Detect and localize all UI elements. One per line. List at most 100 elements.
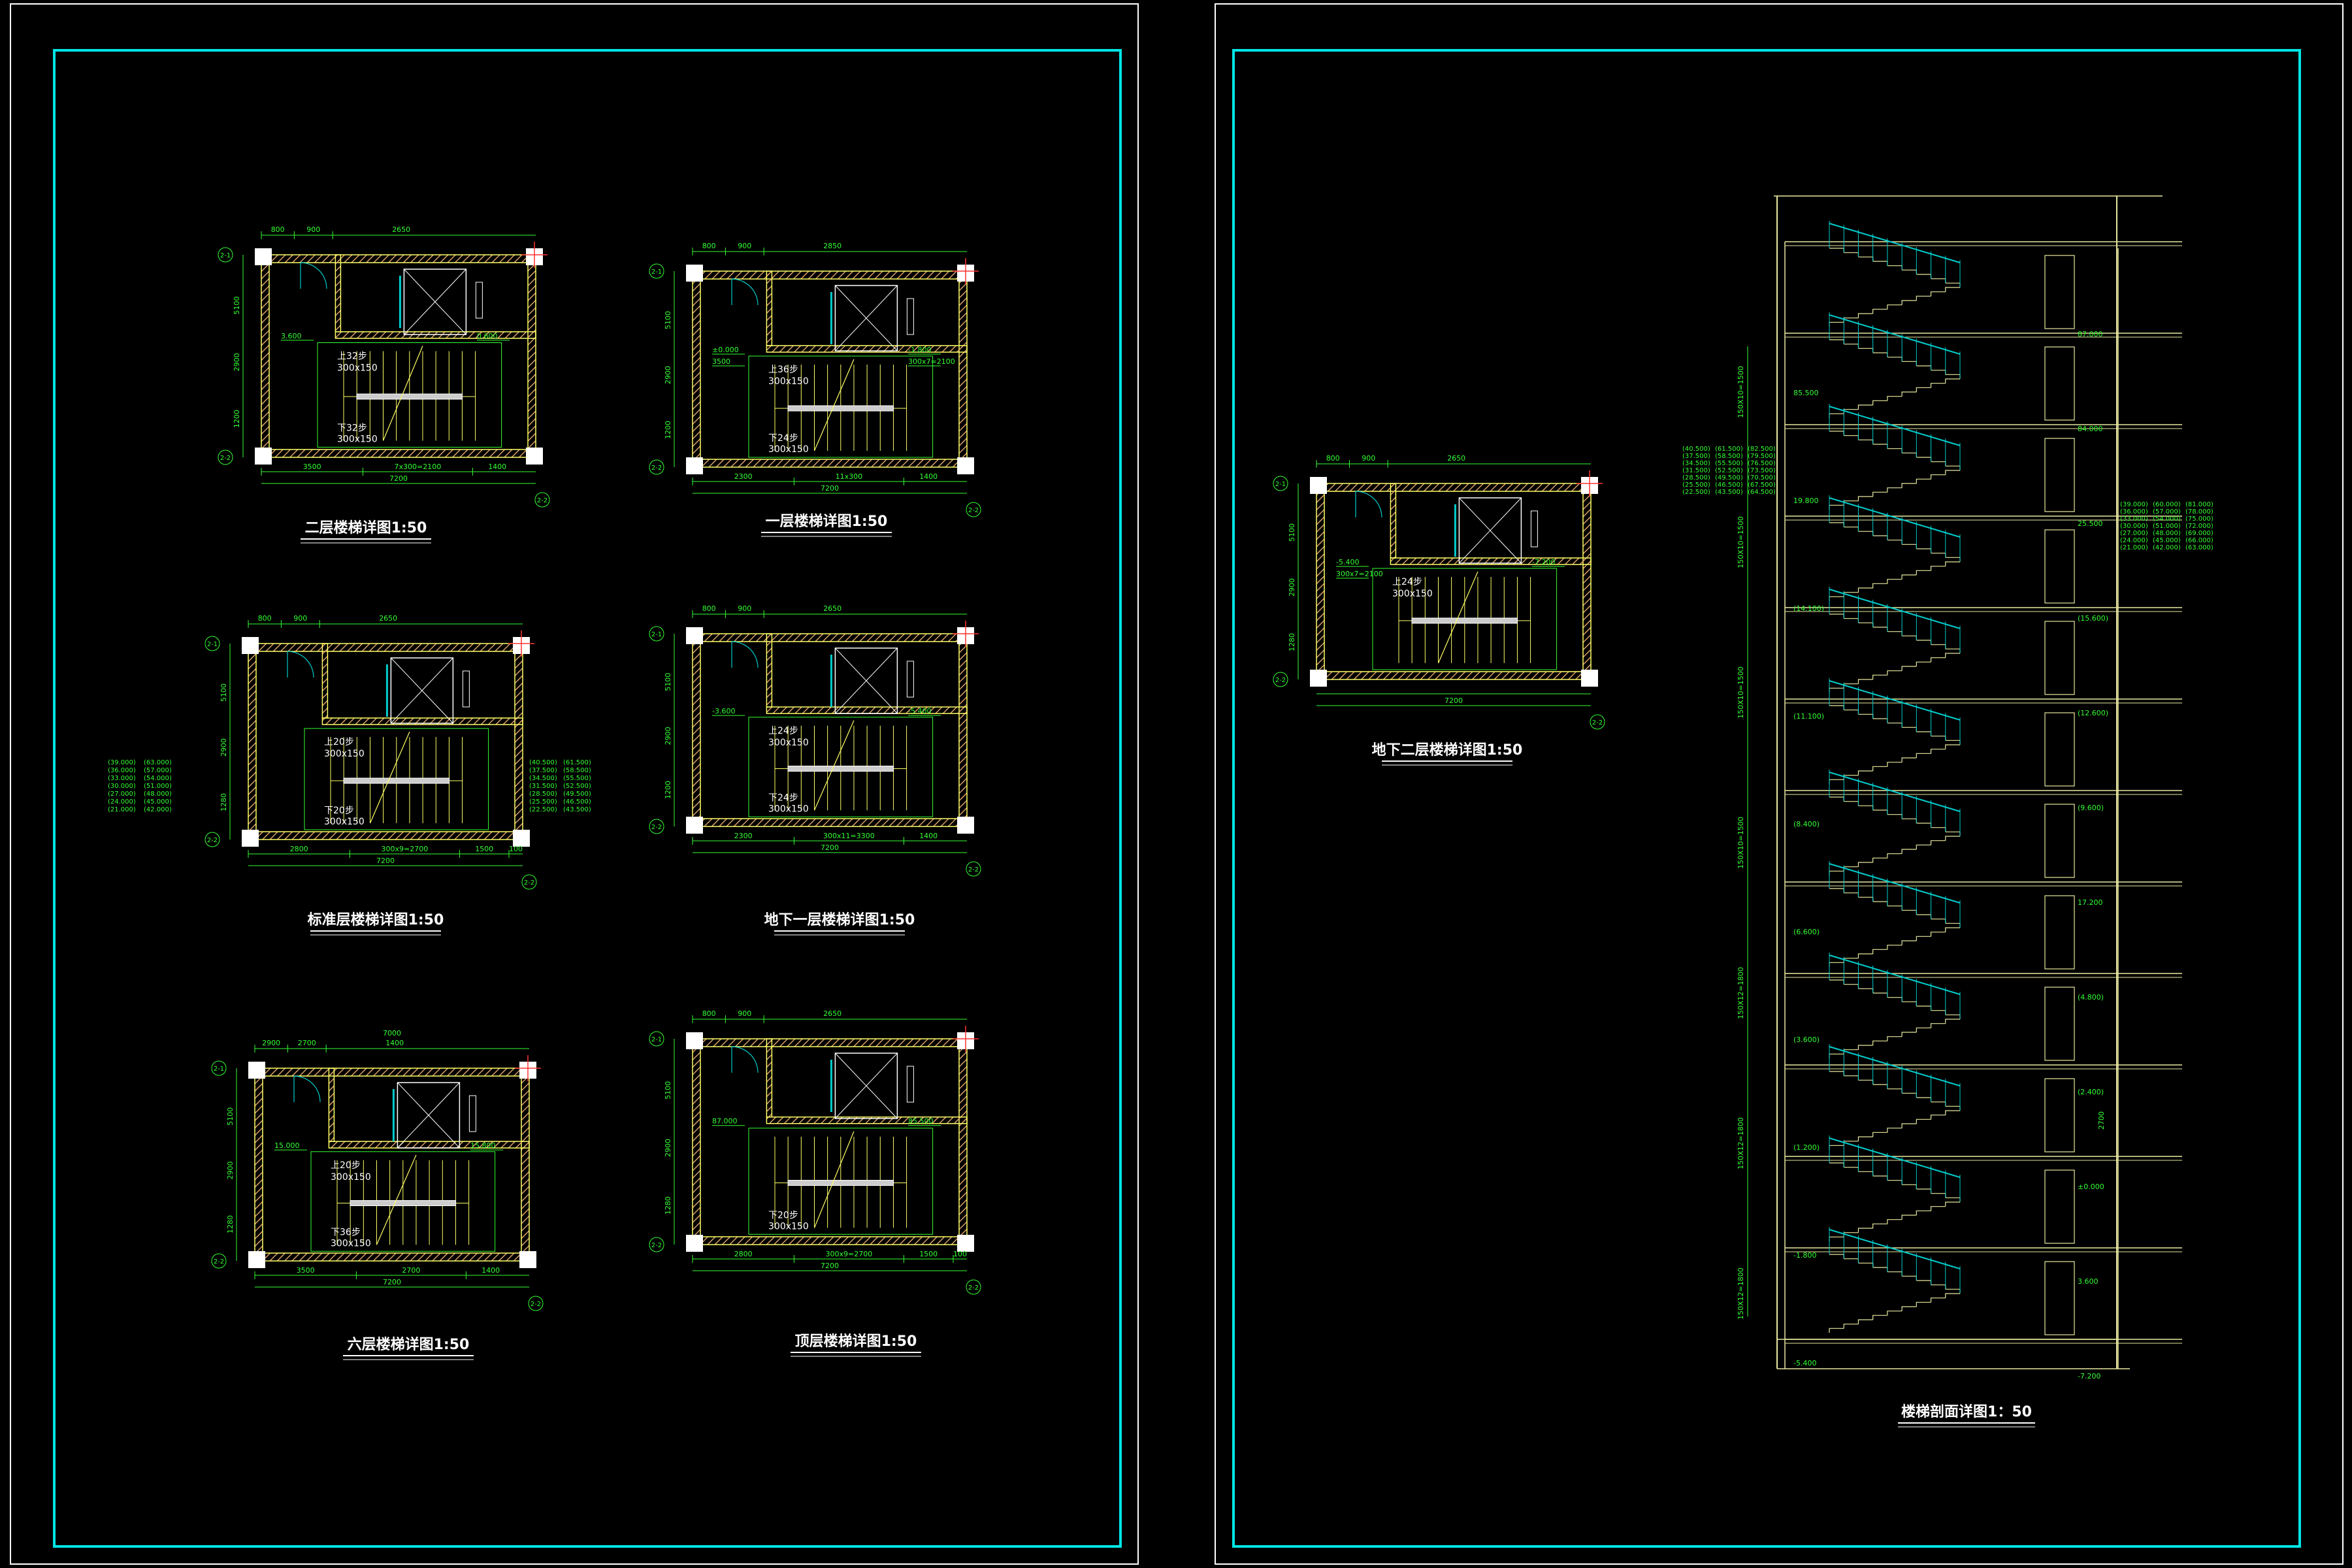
dim-left: 5100 (233, 297, 241, 315)
section-table-cell: (82.500) (1748, 446, 1776, 453)
dim-top: 800 (702, 1009, 716, 1018)
step-up-label: 上20步 (324, 737, 354, 747)
wall (248, 643, 523, 652)
wall (1390, 483, 1397, 559)
section-vertical-dim: 150X10=1500 (1737, 516, 1745, 568)
dim-bottom: 100 (953, 1250, 967, 1258)
elevator-shaft (834, 1053, 898, 1119)
stair-flight (1829, 796, 1961, 836)
elevator-cross (397, 1082, 460, 1149)
wall (766, 345, 968, 353)
level-table-cell: (48.000) (144, 791, 172, 798)
level-table-cell: (39.000) (108, 759, 136, 766)
plan-title: 一层楼梯详图1:50 (766, 513, 888, 530)
wall (254, 1068, 263, 1262)
step-down-label: 下20步 (324, 806, 354, 816)
stair-handrail (1411, 617, 1518, 624)
section-table-cell: (28.500) (1682, 474, 1710, 482)
dim-top: 1400 (385, 1039, 404, 1047)
dim-left: 1200 (664, 421, 672, 439)
axis-label: 2-1 (651, 631, 662, 638)
dim-top: 800 (702, 604, 716, 613)
section-level-left: (1.200) (1793, 1143, 1820, 1152)
section-level-left: 19.800 (1793, 497, 1819, 505)
wall (692, 1038, 968, 1047)
plan-title: 六层楼梯详图1:50 (348, 1336, 470, 1353)
section-table-cell: (46.500) (1715, 482, 1743, 489)
axis-bubble (649, 1031, 664, 1047)
step-down-label: 下24步 (768, 433, 798, 444)
handrail (1829, 772, 1961, 812)
level-label: 85.500 (908, 1117, 934, 1126)
dim-left: 1280 (226, 1215, 235, 1233)
level-table-cell: (28.500) (529, 791, 557, 798)
wall (328, 1068, 335, 1142)
wall (328, 1141, 530, 1149)
step-down-spec: 300x150 (768, 1221, 809, 1232)
elevator-counterweight (906, 298, 914, 335)
wall (248, 831, 523, 840)
step-up-label: 上20步 (331, 1160, 361, 1171)
wall (1316, 483, 1325, 680)
axis-bubble (649, 459, 664, 475)
level-table-cell: (63.000) (144, 759, 172, 766)
section-door (2044, 621, 2075, 695)
dim-left: 2900 (1288, 578, 1296, 596)
column (255, 248, 272, 265)
door-swing (287, 651, 314, 678)
level-table-cell: (61.500) (563, 759, 591, 766)
section-table-cell: (24.000) (2120, 537, 2148, 544)
stair-section: 150X10=1500150X10=1500150X10=1500150X10=… (1682, 195, 2213, 1428)
level-table-cell: (55.500) (563, 775, 591, 782)
stair-flight (1829, 431, 1961, 470)
section-level-right: (12.600) (2078, 709, 2108, 717)
level-table-cell: (21.000) (108, 806, 136, 813)
dim-bottom: 2300 (734, 832, 753, 840)
break-line (369, 731, 410, 824)
section-table-cell: (69.000) (2185, 530, 2213, 537)
dim-left: 1200 (233, 410, 241, 428)
dim-left: 2900 (226, 1161, 235, 1179)
break-line (813, 359, 855, 451)
dim-top: 2900 (262, 1039, 280, 1047)
section-table-cell: (70.500) (1748, 474, 1776, 482)
section-table-cell: (75.000) (2185, 515, 2213, 523)
wall (321, 643, 329, 719)
axis-label: 2-2 (537, 497, 547, 504)
step-down-spec: 300x150 (331, 1238, 371, 1249)
section-title: 楼梯剖面详图1：50 (1901, 1403, 2032, 1420)
elevator-cross (391, 657, 453, 724)
dim-bottom: 1400 (919, 472, 938, 481)
level-label: -5.400 (1336, 558, 1359, 566)
wall (692, 818, 968, 827)
section-door (2044, 438, 2075, 512)
handrail (1829, 1137, 1961, 1178)
level-table-cell: (36.000) (108, 767, 136, 774)
dim-top: 900 (738, 242, 751, 250)
elevator-shaft (403, 269, 467, 335)
wall (248, 643, 257, 840)
section-table-cell: (52.500) (1715, 467, 1743, 474)
step-up-spec: 300x150 (768, 376, 809, 387)
axis-label: 2-2 (968, 507, 979, 514)
level-table-cell: (46.500) (563, 798, 591, 806)
axis-bubble (966, 1279, 981, 1295)
stair-handrail (343, 777, 450, 784)
wall (692, 1038, 701, 1245)
elevator-counterweight (1530, 510, 1538, 547)
section-vertical-dim: 150X12=1800 (1737, 1267, 1745, 1320)
handrail (1829, 406, 1961, 446)
section-table-cell: (81.000) (2185, 501, 2213, 508)
section-table-cell: (55.500) (1715, 460, 1743, 467)
stair-handrail (787, 766, 894, 772)
axis-bubble (649, 1237, 664, 1252)
section-table-cell: (58.500) (1715, 453, 1743, 460)
stair-flight (1829, 888, 1961, 928)
axis-bubble (649, 263, 664, 279)
step-up-spec: 300x150 (1392, 589, 1433, 599)
dim-total-top: 7000 (383, 1029, 401, 1037)
level-label: 15.800 (470, 1141, 496, 1150)
level-label: -7.200 (1532, 558, 1555, 566)
dim-top: 2650 (823, 1009, 841, 1018)
step-up-spec: 300x150 (324, 749, 365, 759)
